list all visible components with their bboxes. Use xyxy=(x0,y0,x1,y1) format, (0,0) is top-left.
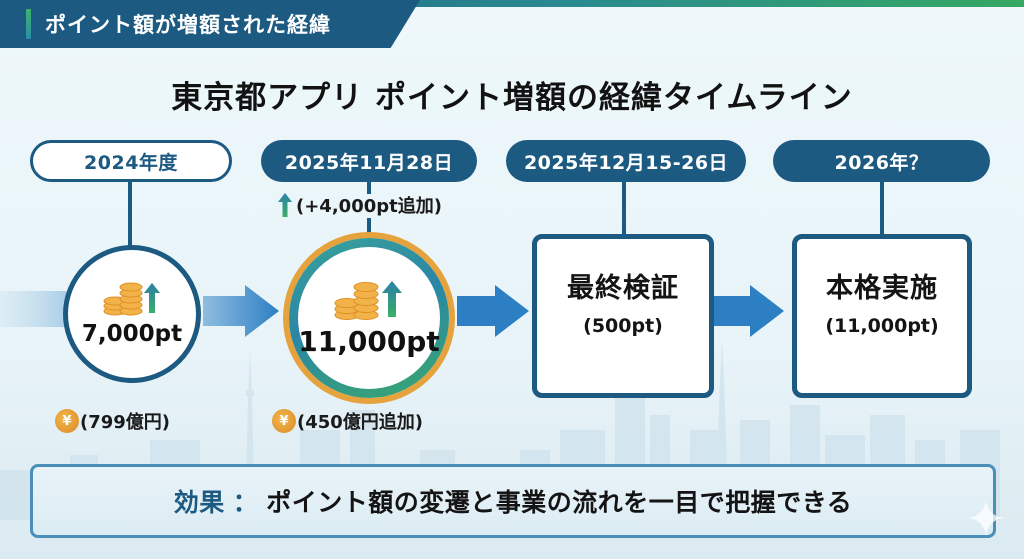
increase-text: (+4,000pt追加) xyxy=(296,196,442,217)
date-label: 2025年12月15-26日 xyxy=(523,151,729,174)
connector-line xyxy=(367,182,371,194)
timeline-arrow xyxy=(712,285,784,337)
increase-note: (+4,000pt追加) xyxy=(278,192,442,218)
effect-colon: ： xyxy=(232,488,259,517)
timeline-arrow xyxy=(203,285,279,337)
yen-coin-icon: ¥ xyxy=(55,409,79,433)
phase-box-full-implementation: 本格実施 (11,000pt) xyxy=(792,234,972,398)
phase-points: (500pt) xyxy=(583,314,663,337)
section-header: ポイント額が増額された経緯 xyxy=(0,0,420,48)
date-label: 2026年？ xyxy=(834,151,929,174)
connector-line xyxy=(128,182,132,246)
connector-line xyxy=(367,218,371,234)
effect-summary-box: 効果 ： ポイント額の変遷と事業の流れを一目で把握できる xyxy=(30,464,996,538)
effect-text: ポイント額の変遷と事業の流れを一目で把握できる xyxy=(266,488,853,517)
sparkle-icon xyxy=(968,500,1004,536)
date-label: 2024年度 xyxy=(84,151,178,174)
phase-title: 最終検証 xyxy=(567,272,679,304)
date-pill-2026: 2026年？ xyxy=(773,140,990,182)
timeline-arrow xyxy=(457,285,529,337)
date-pill-2025-12: 2025年12月15-26日 xyxy=(506,140,746,182)
budget-text: (799億円) xyxy=(80,412,171,433)
up-arrow-icon xyxy=(278,193,292,217)
section-label: ポイント額が増額された経緯 xyxy=(45,13,331,37)
points-value: 11,000pt xyxy=(298,324,440,358)
top-accent-bar xyxy=(0,0,1024,7)
coins-up-icon xyxy=(103,281,161,317)
points-circle-2024: 7,000pt xyxy=(63,245,201,383)
connector-line xyxy=(880,182,884,238)
date-pill-2024: 2024年度 xyxy=(30,140,232,182)
effect-label: 効果 xyxy=(173,488,225,517)
budget-note-2024: ¥ (799億円) xyxy=(55,408,170,434)
yen-coin-icon: ¥ xyxy=(272,409,296,433)
date-label: 2025年11月28日 xyxy=(284,151,454,174)
budget-text: (450億円追加) xyxy=(297,412,424,433)
section-accent-bar xyxy=(26,9,31,39)
page-title: 東京都アプリ ポイント増額の経緯タイムライン xyxy=(171,80,853,116)
connector-line xyxy=(622,182,626,238)
phase-box-final-verification: 最終検証 (500pt) xyxy=(532,234,714,398)
date-pill-2025-11-28: 2025年11月28日 xyxy=(261,140,477,182)
points-value: 7,000pt xyxy=(81,321,183,347)
phase-title: 本格実施 xyxy=(826,272,938,304)
phase-points: (11,000pt) xyxy=(825,314,939,337)
budget-note-2025: ¥ (450億円追加) xyxy=(272,408,423,434)
timeline-arrow-lead-in xyxy=(0,291,68,327)
points-circle-2025-11-28: 11,000pt xyxy=(283,232,455,404)
coins-up-icon xyxy=(334,279,404,321)
